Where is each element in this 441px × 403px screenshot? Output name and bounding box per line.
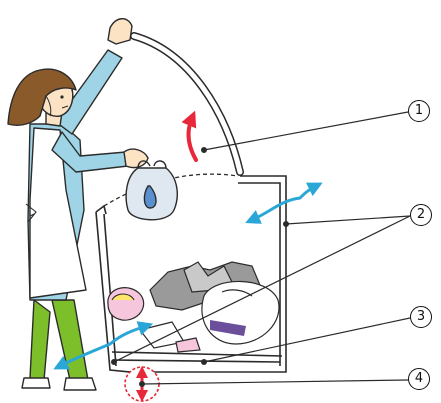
lower-swing-arrow bbox=[53, 321, 154, 370]
trash-contents bbox=[107, 261, 280, 353]
callout-4: 4 bbox=[408, 368, 430, 390]
upper-swing-arrow bbox=[245, 182, 323, 224]
bin-lid bbox=[130, 32, 244, 176]
callout-3: 3 bbox=[410, 306, 432, 328]
lid-open-arrow bbox=[181, 110, 198, 162]
lid-closed-trace bbox=[103, 173, 239, 207]
callout-1: 1 bbox=[408, 100, 430, 122]
plastic-bag bbox=[125, 160, 178, 221]
callout-2: 2 bbox=[410, 204, 432, 226]
leader-lines bbox=[110, 111, 411, 388]
